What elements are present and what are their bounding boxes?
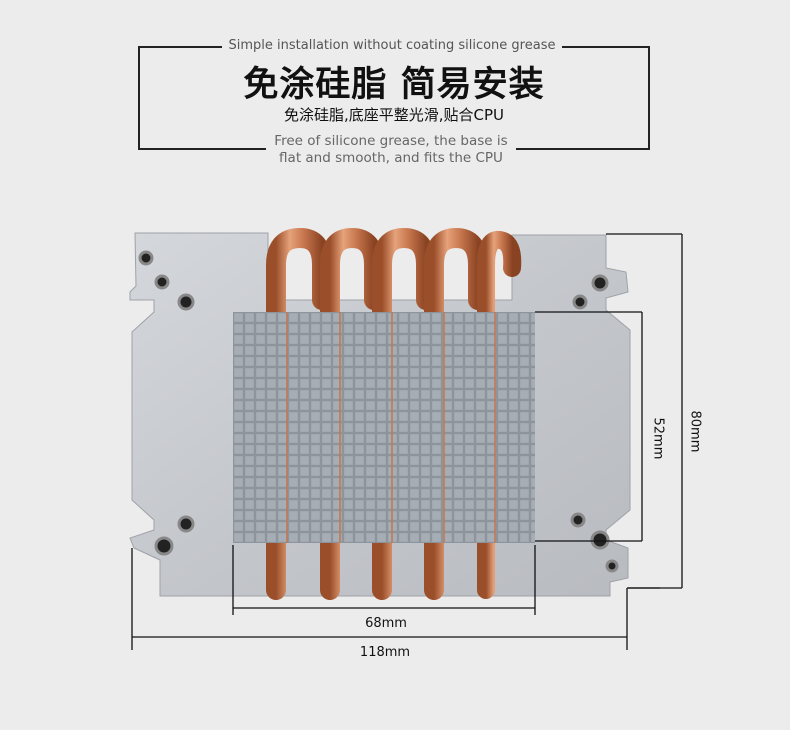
subtitle-en-line: flat and smooth, and fits the CPU [279,150,503,166]
page-subtitle-english: Free of silicone grease, the base is fla… [266,133,516,167]
mounting-holes [138,250,619,573]
frame-gap [222,40,562,54]
dimension-68-label: 68mm [365,616,407,631]
frame-gap [266,140,516,170]
top-caption: Simple installation without coating sili… [228,38,556,53]
page-title: 免涂硅脂 简易安装 [243,65,545,105]
dimension-52-label: 52mm [650,417,666,460]
dimension-lines [131,233,683,650]
dimension-80-label: 80mm [687,410,703,453]
dimension-118-label: 118mm [359,645,411,660]
pipe-lines-through-grid [286,312,496,543]
copper-heat-pipes [266,227,522,600]
subtitle-en-line: Free of silicone grease, the base is [274,133,508,149]
page-subtitle: 免涂硅脂,底座平整光滑,贴合CPU [283,106,505,124]
thermal-pad-grid [233,312,535,543]
